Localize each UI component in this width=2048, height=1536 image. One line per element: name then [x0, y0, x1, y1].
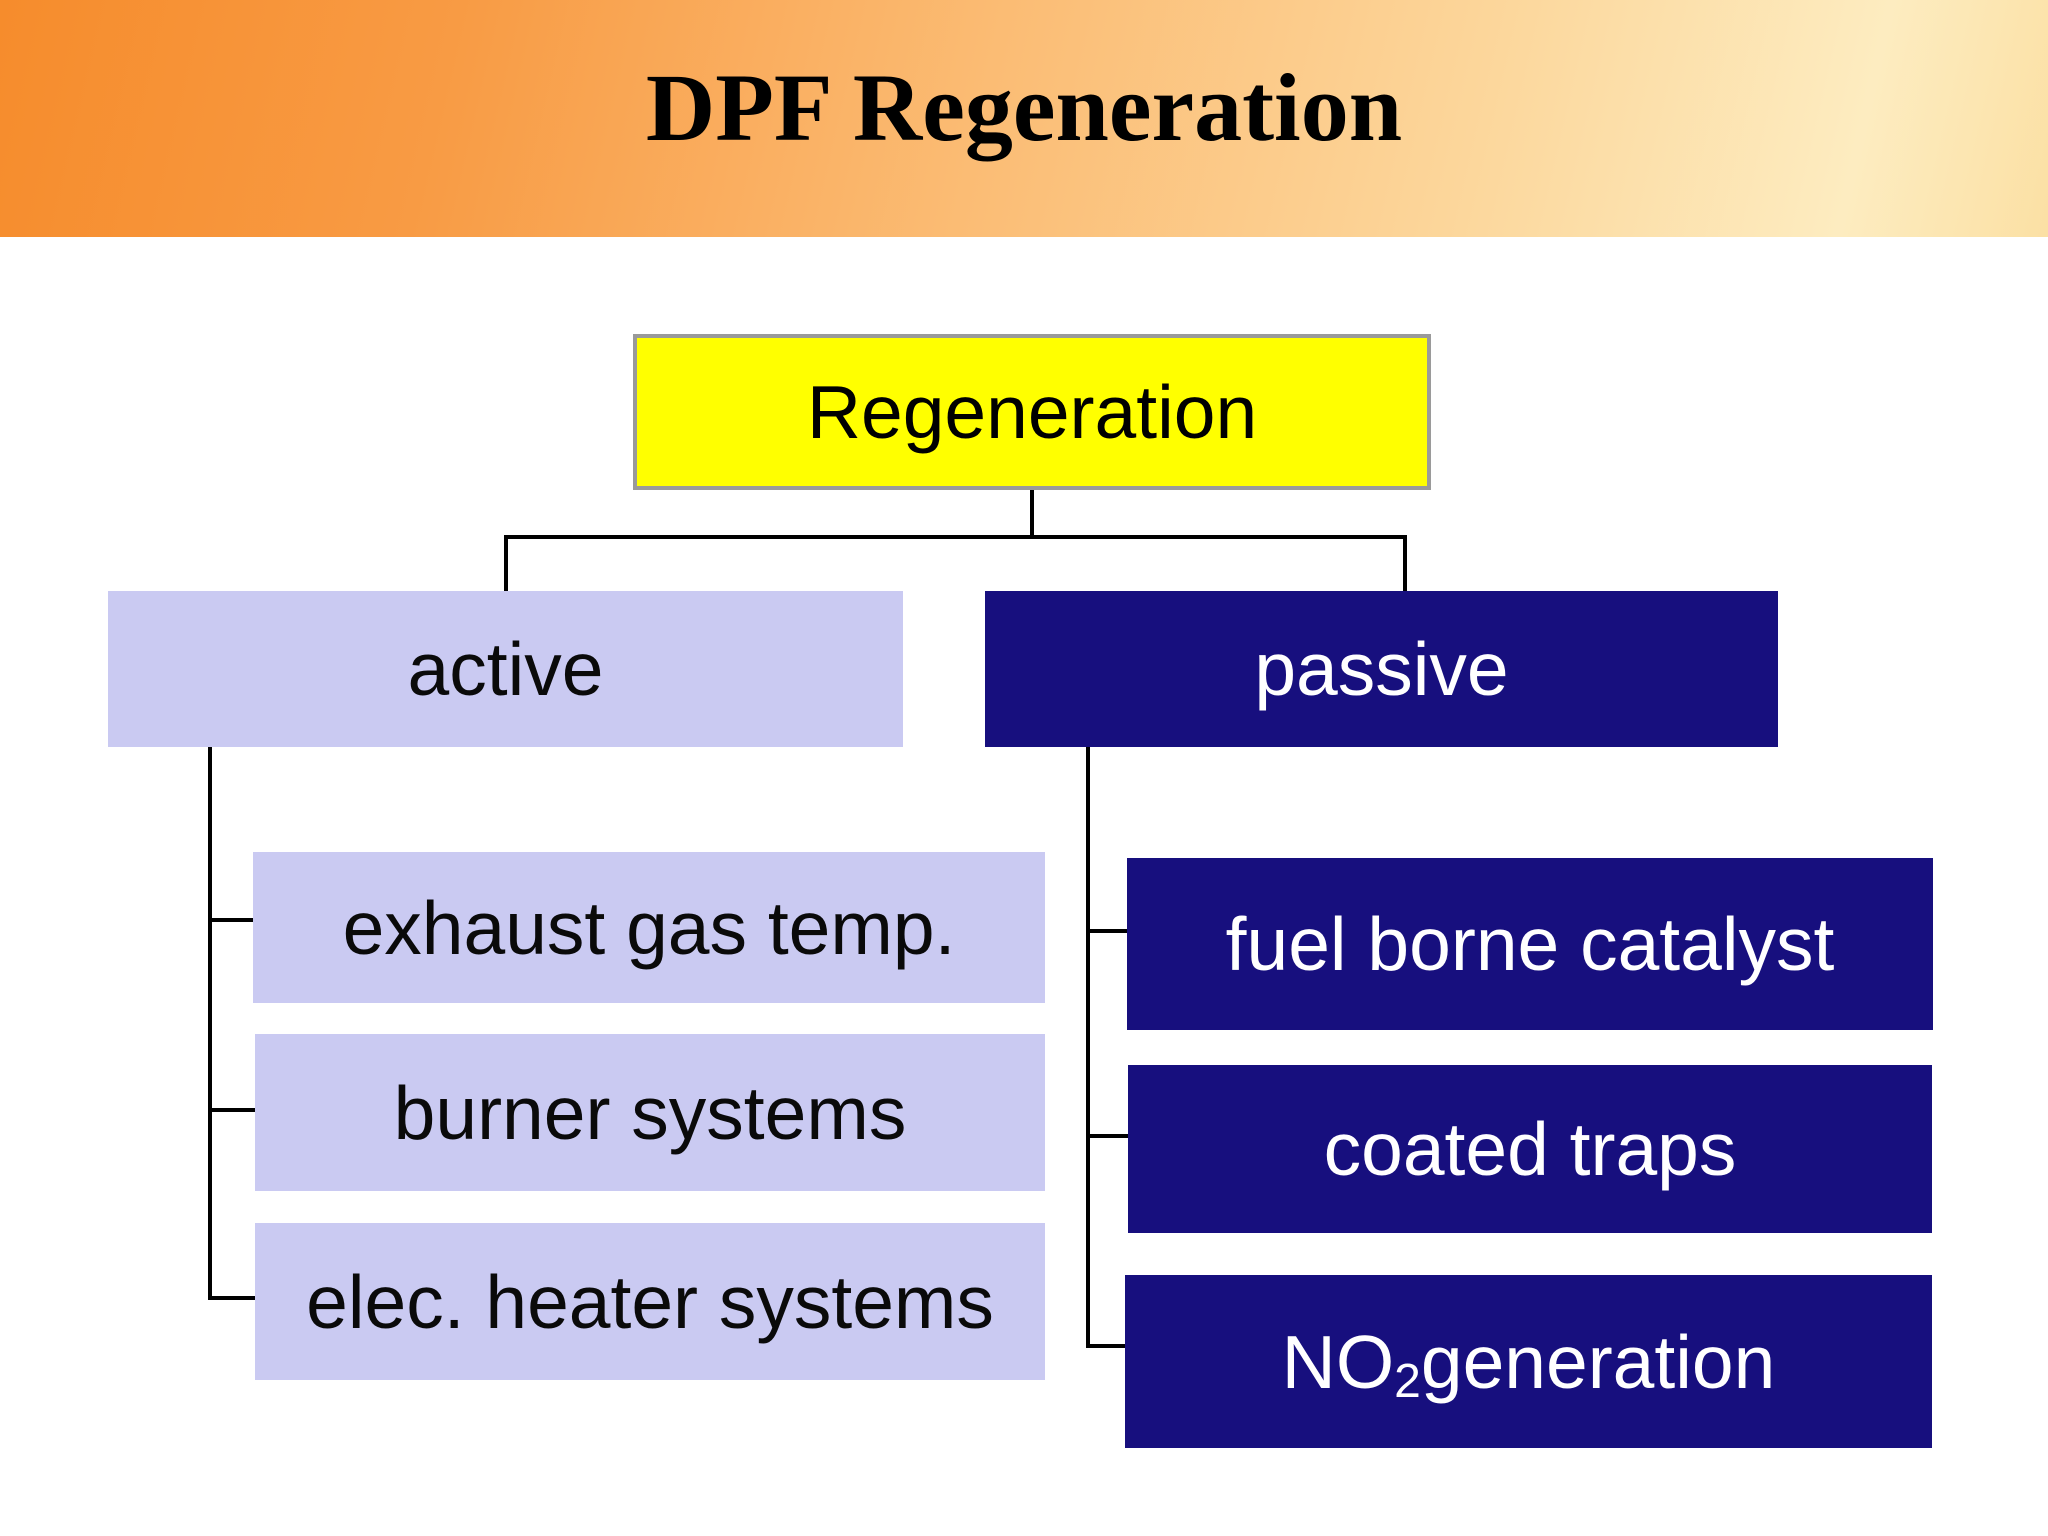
- connector-passive-spine: [1086, 747, 1090, 1348]
- leaf-burner-systems: burner systems: [255, 1034, 1045, 1191]
- node-active: active: [108, 591, 903, 747]
- connector-stub-no2: [1086, 1344, 1127, 1348]
- leaf-no2-generation-prefix: NO: [1281, 1319, 1395, 1404]
- connector-active-spine: [208, 747, 212, 1300]
- node-passive: passive: [985, 591, 1778, 747]
- leaf-coated-traps: coated traps: [1128, 1065, 1932, 1233]
- connector-stub-coated: [1086, 1134, 1129, 1138]
- leaf-fuel-borne-catalyst-label: fuel borne catalyst: [1225, 902, 1835, 986]
- header-band: [0, 0, 2048, 237]
- connector-active-vertical: [504, 535, 508, 593]
- node-regeneration-label: Regeneration: [806, 370, 1258, 454]
- page-title: DPF Regeneration: [645, 54, 1403, 161]
- connector-stub-fuel: [1086, 929, 1129, 933]
- node-active-label: active: [407, 627, 604, 711]
- leaf-no2-generation-suffix: generation: [1420, 1319, 1776, 1404]
- leaf-exhaust-gas-temp: exhaust gas temp.: [253, 852, 1045, 1003]
- leaf-exhaust-gas-temp-label: exhaust gas temp.: [342, 885, 956, 970]
- leaf-no2-generation-subscript: 2: [1394, 1355, 1421, 1408]
- node-regeneration: Regeneration: [633, 334, 1431, 490]
- leaf-elec-heater-systems: elec. heater systems: [255, 1223, 1045, 1380]
- leaf-fuel-borne-catalyst: fuel borne catalyst: [1127, 858, 1933, 1030]
- leaf-coated-traps-label: coated traps: [1323, 1107, 1737, 1191]
- connector-stub-exhaust: [208, 918, 255, 922]
- connector-stub-elec: [208, 1296, 255, 1300]
- connector-stub-burner: [208, 1108, 255, 1112]
- leaf-burner-systems-label: burner systems: [393, 1070, 907, 1155]
- node-passive-label: passive: [1254, 627, 1509, 711]
- connector-root-vertical: [1030, 490, 1034, 539]
- leaf-elec-heater-systems-label: elec. heater systems: [306, 1259, 994, 1344]
- connector-horizontal: [504, 535, 1407, 539]
- connector-passive-vertical: [1403, 535, 1407, 593]
